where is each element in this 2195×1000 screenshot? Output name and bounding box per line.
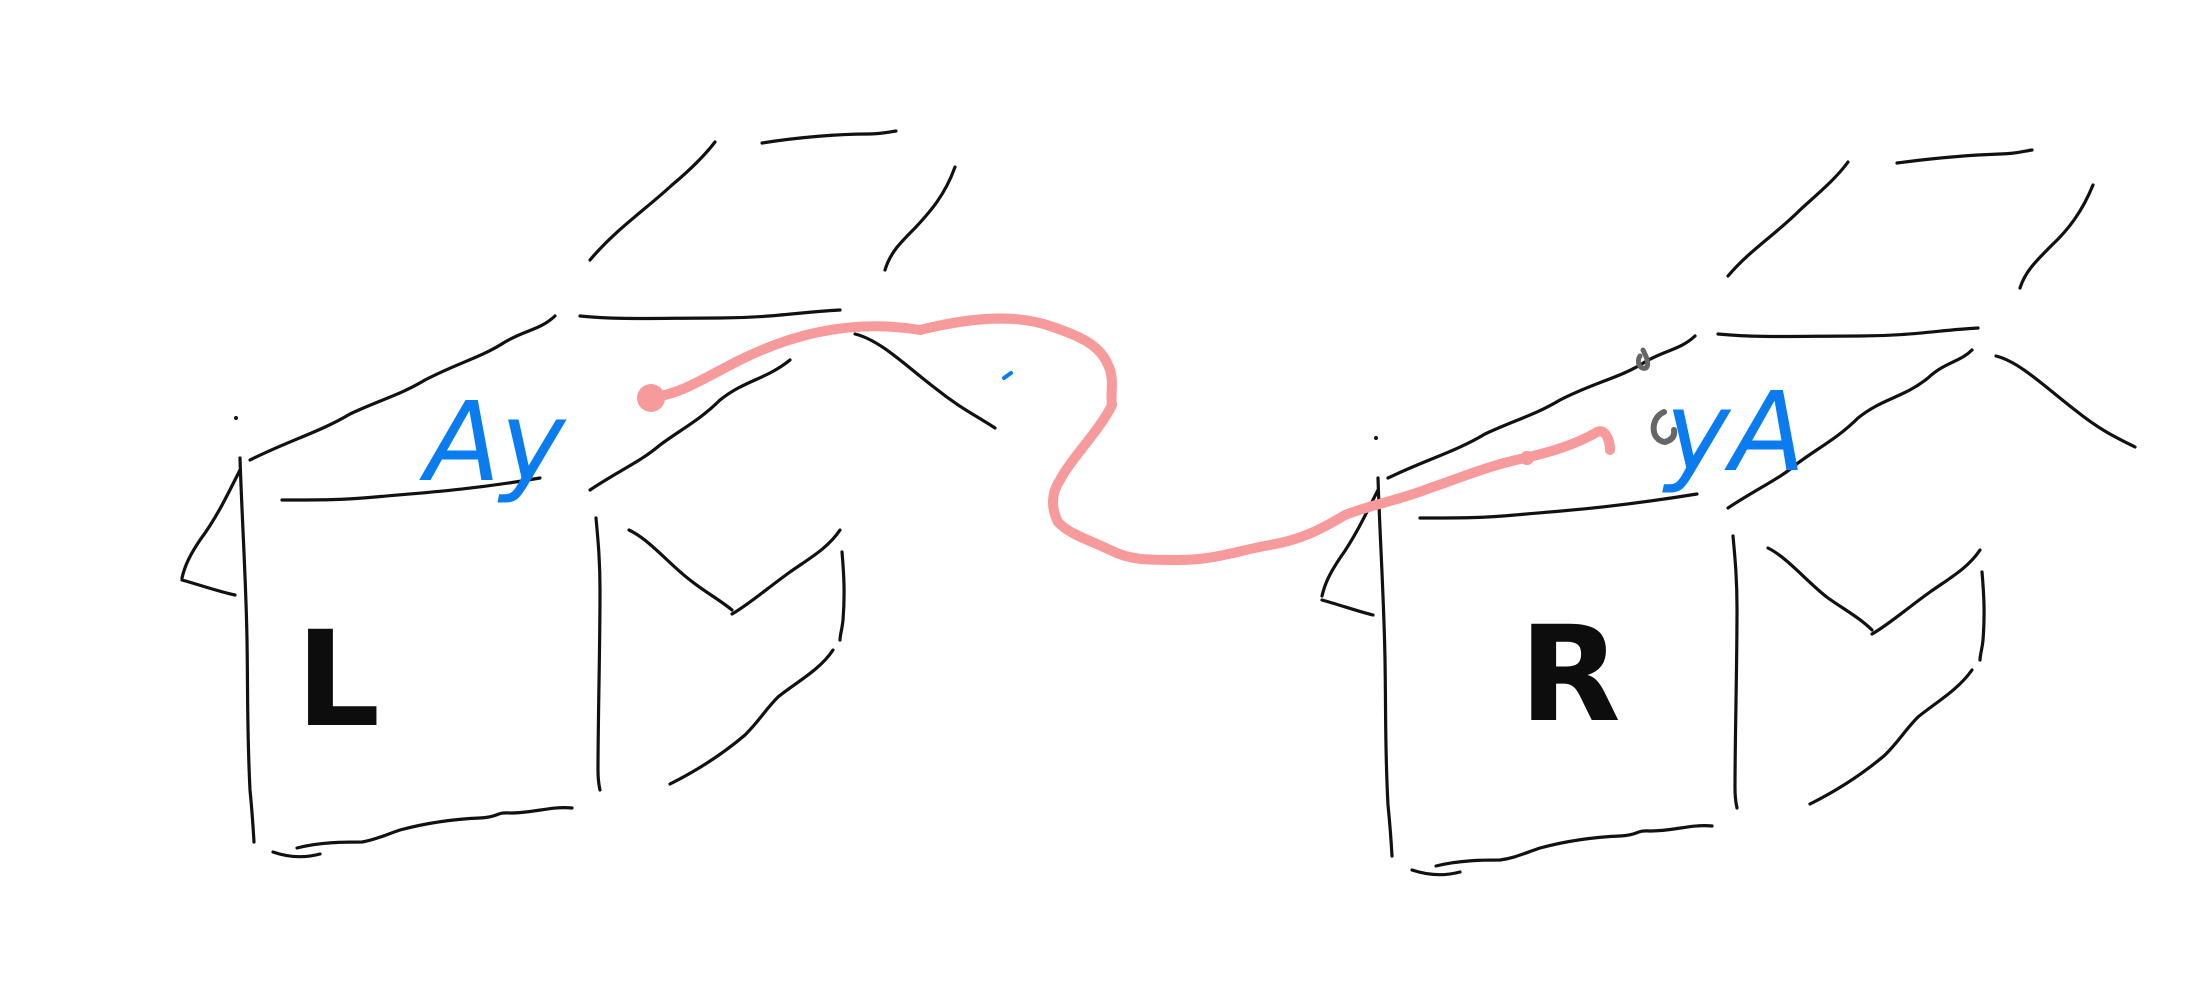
pink-string-right-end — [1520, 451, 1534, 465]
left-box-front-bottom-edge — [295, 806, 574, 850]
blue-tick-mark — [1002, 371, 1013, 380]
left-box-left-flap-base — [180, 578, 237, 597]
gray-pencil-scribble-bottom — [1650, 409, 1678, 445]
right-box-side-diagonal — [1870, 548, 1982, 636]
right-box-lid-back-flap-top — [1895, 148, 2034, 165]
left-box-left-flap — [180, 468, 242, 580]
right-box: R yA — [1320, 148, 2137, 877]
left-box-front-bottom-corner — [271, 850, 322, 859]
right-box-front-right-edge — [1731, 534, 1739, 810]
left-box-side-top-edge — [627, 528, 734, 612]
left-box-face-label: L — [296, 603, 380, 757]
left-box-lid-front-flap — [248, 314, 557, 462]
right-box-right-flap-lower — [1726, 348, 1974, 510]
right-box-pencil-dot — [1374, 436, 1378, 440]
right-box-side-back-edge — [1978, 570, 1986, 662]
left-box: L Ay — [180, 129, 1013, 859]
left-box-side-diagonal — [730, 528, 842, 616]
left-box-right-flap-lower — [588, 358, 792, 492]
right-box-front-left-edge — [1376, 476, 1394, 858]
left-box-side-bottom-edge — [668, 648, 835, 786]
left-box-lid-right-flap — [883, 165, 957, 272]
pink-string-curve — [643, 313, 1615, 565]
right-box-front-bottom-corner — [1410, 868, 1462, 877]
left-box-lid-top-edge — [578, 308, 842, 321]
right-box-handwritten-label: yA — [1662, 368, 1805, 496]
right-box-lid-back-flap — [1726, 160, 1850, 278]
gray-pencil-scribble-top — [1635, 347, 1651, 371]
pink-string-left-end — [637, 384, 665, 412]
right-box-left-flap-base — [1320, 598, 1375, 617]
left-box-front-right-edge — [594, 516, 602, 792]
right-box-side-top-edge — [1766, 546, 1874, 632]
left-box-lid-back-flap — [588, 140, 717, 262]
right-box-lid-front-flap — [1386, 334, 1697, 480]
left-box-front-left-edge — [238, 456, 256, 844]
right-box-front-bottom-edge — [1434, 824, 1714, 868]
right-box-side-bottom-edge — [1808, 668, 1974, 806]
right-box-lid-right-edge — [1994, 354, 2137, 449]
left-box-side-back-edge — [838, 550, 846, 642]
right-box-top-rim — [1418, 492, 1699, 520]
right-box-lid-top-edge — [1716, 326, 1980, 339]
left-box-lid-back-flap-top — [760, 129, 898, 145]
connecting-string — [637, 313, 1615, 565]
left-box-top-rim — [280, 476, 542, 502]
left-box-pencil-dot — [234, 416, 238, 420]
left-box-lid-right-edge — [853, 332, 997, 430]
right-box-face-label: R — [1519, 598, 1621, 752]
right-box-lid-right-flap — [2018, 183, 2095, 290]
left-box-handwritten-label: Ay — [419, 378, 567, 506]
